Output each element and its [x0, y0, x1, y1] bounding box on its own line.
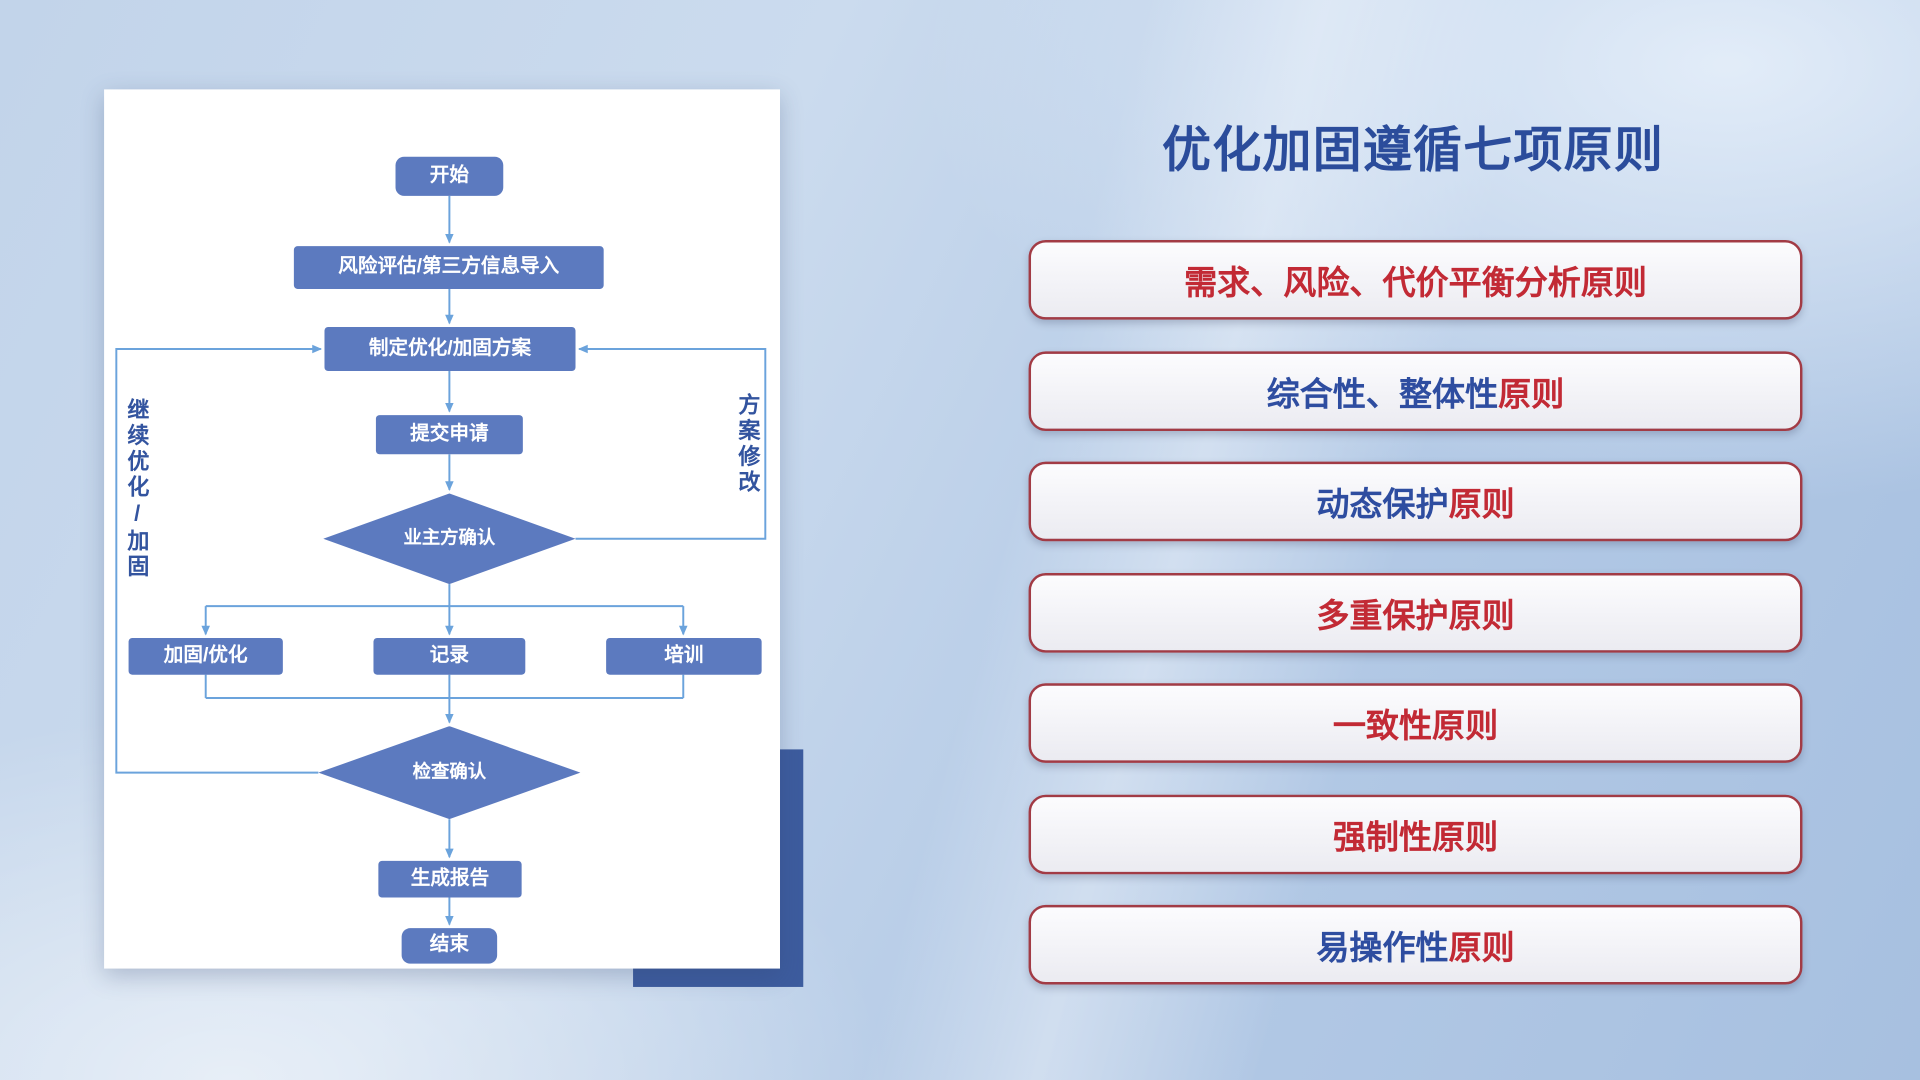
principle-text: 原则 — [1498, 375, 1565, 413]
flow-node-make-plan: 制定优化/加固方案 — [324, 326, 576, 372]
principle-pill-7: 易操作性原则 — [1028, 904, 1803, 985]
flow-node-submit: 提交申请 — [375, 415, 523, 455]
principle-text: 多重保护原则 — [1316, 597, 1515, 635]
flow-node-start: 开始 — [395, 156, 504, 196]
principle-pill-6: 强制性原则 — [1028, 794, 1803, 875]
principle-text: 原则 — [1448, 929, 1515, 967]
principle-text: 易操作性 — [1316, 929, 1449, 967]
principle-text: 强制性原则 — [1332, 819, 1499, 856]
principle-pill-3: 动态保护原则 — [1028, 461, 1803, 542]
flow-label-plan-modify: 方案修改 — [735, 393, 761, 496]
principle-pill-1: 需求、风险、代价平衡分析原则 — [1028, 240, 1803, 320]
flow-node-record: 记录 — [373, 637, 526, 675]
flow-node-report: 生成报告 — [378, 860, 522, 898]
principle-text: 综合性、整体性 — [1266, 375, 1499, 413]
principle-text: 原则 — [1448, 486, 1515, 523]
principle-pill-5: 一致性原则 — [1028, 683, 1803, 763]
principle-text: 需求、风险、代价平衡分析原则 — [1184, 264, 1647, 302]
principle-text: 动态保护 — [1316, 486, 1449, 523]
flow-node-training: 培训 — [606, 637, 762, 675]
principle-pill-2: 综合性、整体性原则 — [1028, 351, 1803, 432]
flow-node-harden: 加固/优化 — [128, 637, 283, 675]
flow-label-continue-loop: 继续优化/加固 — [124, 397, 150, 581]
flow-node-end: 结束 — [401, 928, 498, 964]
flow-node-risk-import: 风险评估/第三方信息导入 — [293, 246, 604, 289]
principle-text: 一致性原则 — [1332, 707, 1499, 745]
flowchart-card: 开始 风险评估/第三方信息导入 制定优化/加固方案 提交申请 业主方确认 加固/… — [104, 89, 781, 969]
principle-pill-4: 多重保护原则 — [1028, 573, 1803, 653]
page-title: 优化加固遵循七项原则 — [1162, 123, 1665, 178]
flow-connectors — [115, 195, 767, 926]
